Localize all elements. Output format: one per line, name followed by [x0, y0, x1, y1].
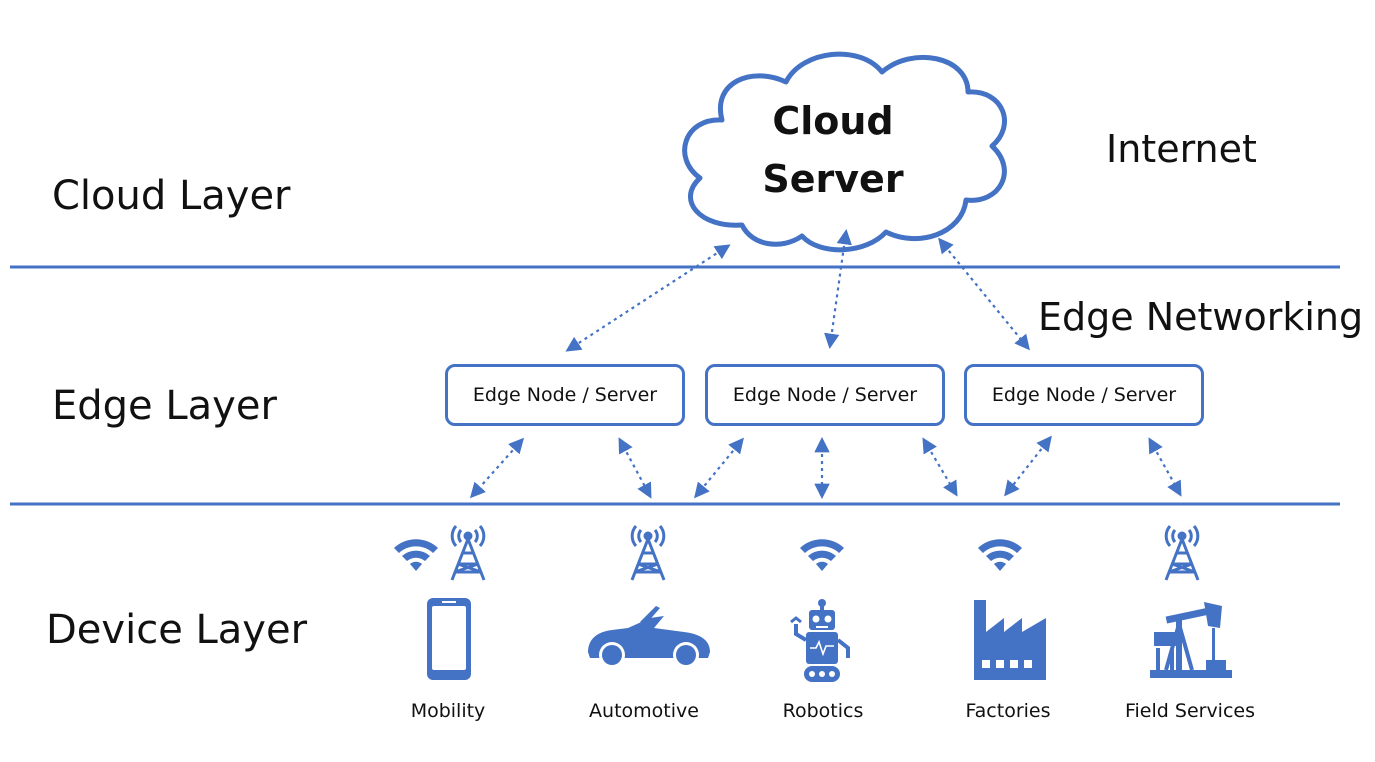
- edge-layer-label: Edge Layer: [52, 383, 277, 429]
- factory-icon: [974, 600, 1046, 680]
- wifi-icon: [978, 539, 1022, 571]
- wifi-icon: [394, 539, 438, 571]
- cell-tower-icon: [1164, 525, 1200, 581]
- link-edge1-automotive: [618, 437, 652, 499]
- link-edge3-field: [1148, 437, 1182, 497]
- link-edge3-factories: [1004, 435, 1052, 497]
- edge-node-1[interactable]: Edge Node / Server: [445, 364, 685, 426]
- cloud-server-label: Cloud Server: [733, 92, 933, 208]
- link-cloud-edge-3: [938, 237, 1030, 351]
- device-label-robotics: Robotics: [782, 700, 864, 722]
- device-label-mobility: Mobility: [410, 700, 486, 722]
- cloud-server-line1: Cloud: [772, 99, 894, 143]
- cell-tower-icon: [630, 525, 666, 581]
- cloud-server-line2: Server: [762, 157, 904, 201]
- edge-device-links: [469, 435, 1182, 500]
- link-edge1-mobility: [469, 437, 525, 499]
- internet-label: Internet: [1106, 127, 1257, 171]
- oil-pump-icon: [1150, 602, 1232, 678]
- device-label-field-services: Field Services: [1124, 700, 1255, 722]
- device-label-automotive: Automotive: [589, 700, 699, 722]
- car-icon: [588, 606, 710, 668]
- edge-node-3[interactable]: Edge Node / Server: [964, 364, 1204, 426]
- link-cloud-edge-2: [824, 228, 852, 350]
- cloud-shape[interactable]: [682, 51, 1007, 253]
- edge-networking-label: Edge Networking: [1038, 295, 1364, 339]
- link-edge2-automotive: [694, 437, 744, 499]
- link-edge2-factories: [922, 437, 958, 497]
- cloud-layer-label: Cloud Layer: [52, 173, 291, 219]
- robot-icon: [790, 599, 850, 682]
- smartphone-icon: [427, 598, 471, 680]
- device-layer-label: Device Layer: [46, 607, 308, 653]
- cloud-edge-links: [565, 228, 1030, 352]
- link-cloud-edge-1: [565, 244, 731, 352]
- edge-node-2[interactable]: Edge Node / Server: [705, 364, 945, 426]
- device-label-factories: Factories: [965, 700, 1051, 722]
- wifi-icon: [800, 539, 844, 571]
- cell-tower-icon: [450, 525, 486, 581]
